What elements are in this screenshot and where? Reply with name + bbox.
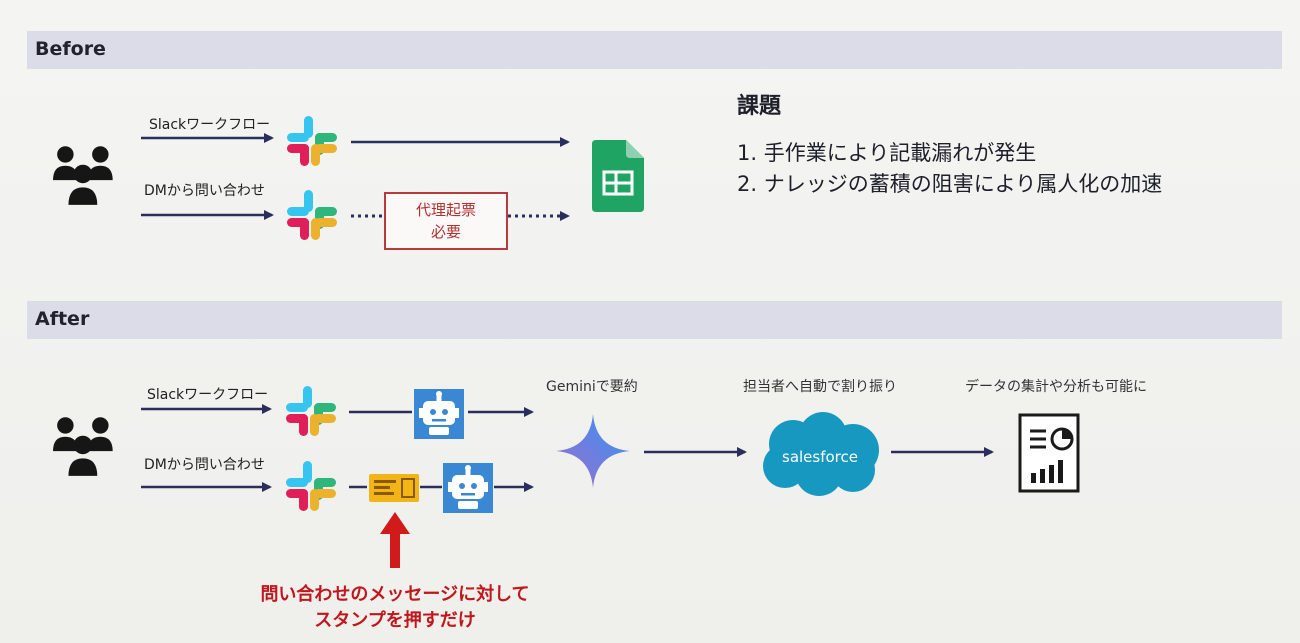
proxy-ticket-line1: 代理起票: [415, 201, 476, 219]
after-header: After: [35, 308, 90, 330]
before-flow2-label: DMから問い合わせ: [144, 183, 265, 199]
after-flow2-label: DMから問い合わせ: [144, 457, 265, 473]
after-header-bar: After: [27, 301, 1282, 339]
before-header: Before: [35, 38, 106, 60]
slack-icon: [284, 459, 338, 513]
bot-icon: [414, 389, 464, 439]
after-flow1-label: Slackワークフロー: [147, 387, 269, 403]
issues-title: 課題: [737, 94, 782, 119]
stamp-note-line2: スタンプを押すだけ: [314, 610, 476, 631]
issue-item-2: 2. ナレッジの蓄積の阻害により属人化の加速: [737, 172, 1163, 196]
before-header-bar: Before: [27, 31, 1282, 69]
bot-icon: [443, 463, 493, 513]
salesforce-logo: salesforce: [763, 412, 879, 496]
stamp-icon: [369, 474, 419, 502]
slack-icon: [285, 114, 339, 168]
up-arrow-icon: [380, 512, 410, 568]
before-flow1-label: Slackワークフロー: [149, 117, 271, 133]
report-icon: [1018, 413, 1080, 493]
salesforce-text: salesforce: [782, 448, 858, 466]
slack-icon: [284, 384, 338, 438]
proxy-ticket-line2: 必要: [430, 223, 461, 241]
issue-item-1: 1. 手作業により記載漏れが発生: [737, 141, 1037, 165]
gemini-icon: [556, 414, 630, 488]
users-icon: [52, 414, 124, 478]
assign-label: 担当者へ自動で割り振り: [743, 379, 897, 395]
google-sheets-icon: [592, 140, 644, 212]
analysis-label: データの集計や分析も可能に: [965, 379, 1147, 395]
gemini-label: Geminiで要約: [546, 379, 638, 395]
proxy-ticket-box: 代理起票 必要: [384, 192, 508, 250]
stamp-note-line1: 問い合わせのメッセージに対して: [260, 584, 530, 605]
slack-icon: [285, 188, 339, 242]
